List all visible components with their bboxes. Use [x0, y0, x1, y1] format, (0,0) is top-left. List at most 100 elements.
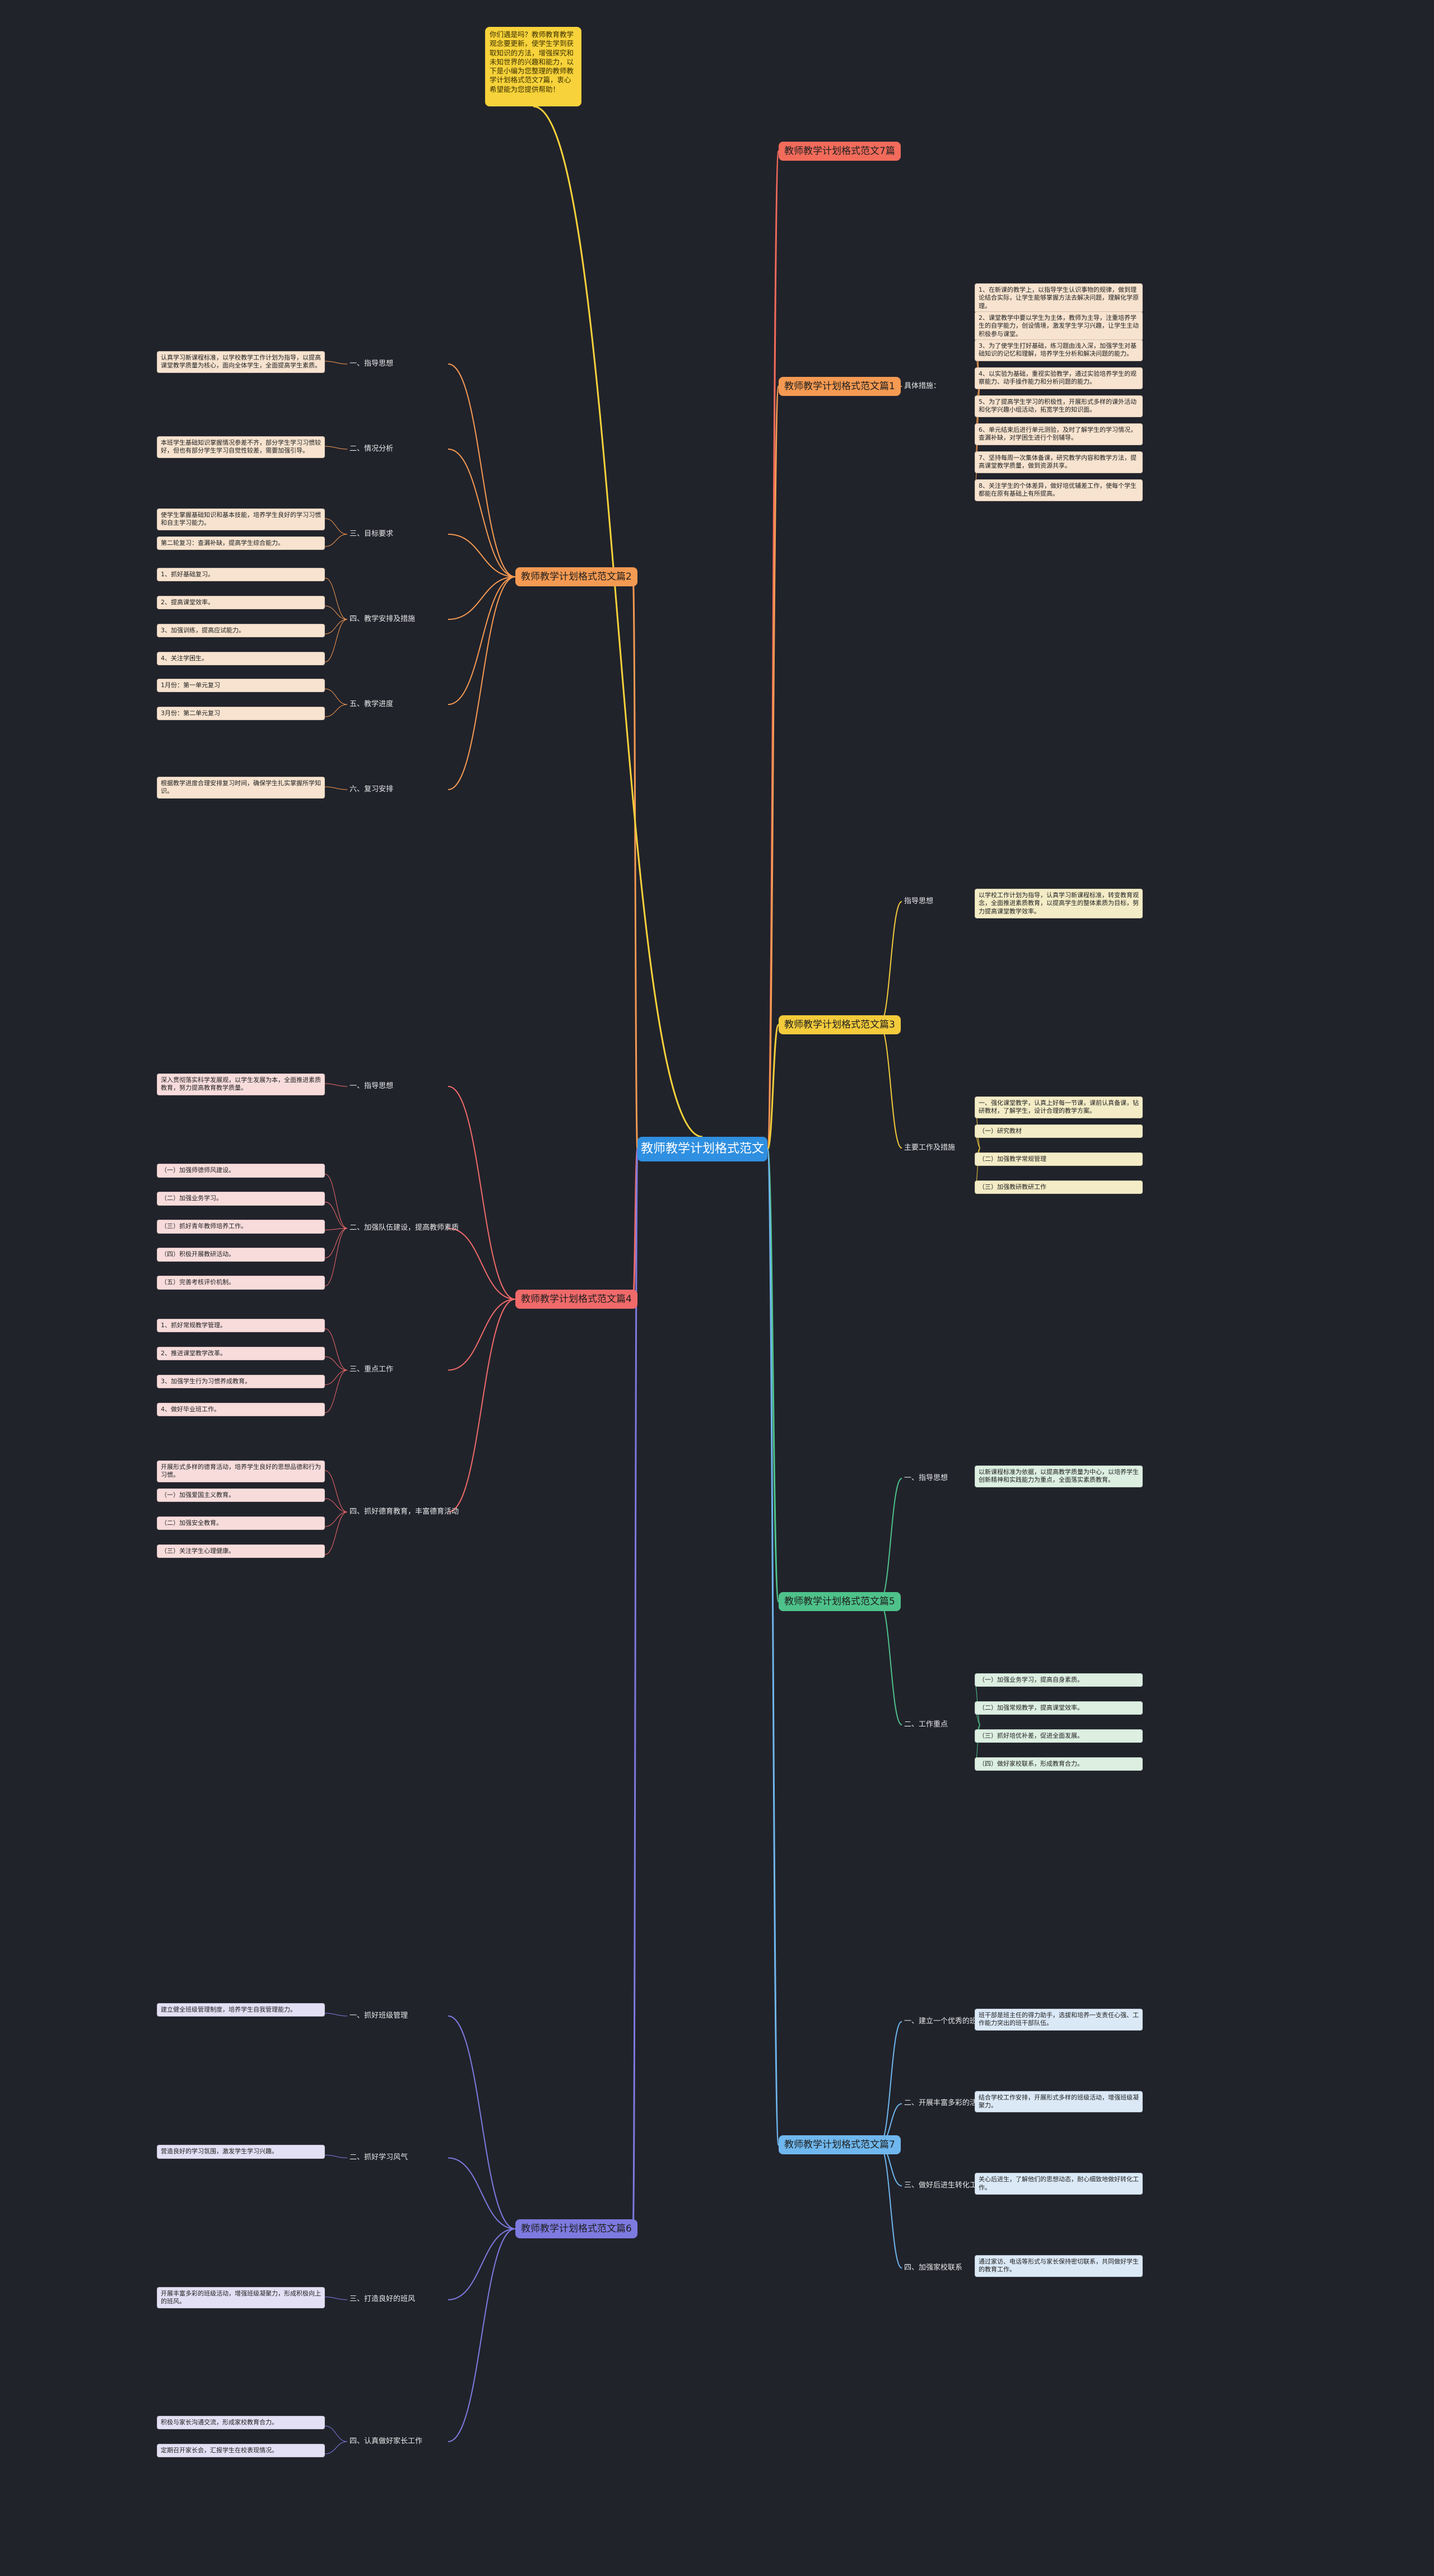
leaf-note: 2、推进课堂教学改革。 — [157, 1346, 325, 1360]
leaf-note: 以学校工作计划为指导，认真学习新课程标准，转变教育观念，全面推进素质教育，以提高… — [975, 889, 1143, 918]
leaf-note: 关心后进生，了解他们的思想动态，耐心细致地做好转化工作。 — [975, 2173, 1143, 2195]
connector — [324, 2154, 348, 2158]
connector — [766, 1024, 780, 1150]
connector — [324, 2013, 348, 2017]
branch-b3[interactable]: 教师教学计划格式范文篇3 — [779, 1015, 901, 1034]
leaf-note: 一、强化课堂教学，认真上好每一节课，课前认真备课，钻研教材，了解学生，设计合理的… — [975, 1096, 1143, 1118]
subtopic[interactable]: 指导思想 — [904, 897, 934, 906]
connector — [448, 1299, 516, 1513]
leaf-note: 7、坚持每周一次集体备课，研究教学内容和教学方法，提高课堂教学质量，做到资源共享… — [975, 451, 1143, 473]
subtopic[interactable]: 三、重点工作 — [350, 1365, 394, 1374]
leaf-note: 4、关注学困生。 — [157, 652, 325, 666]
connector — [324, 1370, 348, 1385]
leaf-note: （三）抓好青年教师培养工作。 — [157, 1220, 325, 1234]
connector — [632, 1148, 639, 2230]
leaf-note: 1、在新课的教学上，以指导学生认识事物的规律，做到理论结合实际，让学生能够掌握方… — [975, 283, 1143, 313]
connector — [324, 619, 348, 662]
subtopic[interactable]: 具体措施： — [904, 381, 941, 390]
subtopic[interactable]: 一、指导思想 — [350, 359, 394, 368]
leaf-note: 3、加强学生行为习惯养成教育。 — [157, 1374, 325, 1388]
connector — [879, 1024, 902, 1149]
leaf-note: 5、为了提高学生学习的积极性，开展形式多样的课外活动和化学兴趣小组活动，拓宽学生… — [975, 395, 1143, 417]
connector — [324, 446, 348, 450]
connector — [448, 2228, 516, 2442]
leaf-note: 积极与家长沟通交流，形成家校教育合力。 — [157, 2416, 325, 2430]
connector — [324, 1083, 348, 1087]
branch-b5[interactable]: 教师教学计划格式范文篇5 — [779, 1592, 901, 1611]
connector — [632, 576, 639, 1150]
connector — [324, 1498, 348, 1513]
connector — [324, 1511, 348, 1527]
connector — [448, 576, 516, 790]
leaf-note: 3、加强训练，提高应试能力。 — [157, 624, 325, 638]
leaf-note: 本班学生基础知识掌握情况参差不齐，部分学生学习习惯较好，但也有部分学生学习自觉性… — [157, 436, 325, 458]
branch-b2[interactable]: 教师教学计划格式范文篇1 — [779, 377, 901, 396]
branch-b6l[interactable]: 教师教学计划格式范文篇6 — [515, 2219, 637, 2238]
branch-b4l[interactable]: 教师教学计划格式范文篇4 — [515, 1290, 637, 1309]
leaf-note: 深入贯彻落实科学发展观，以学生发展为本，全面推进素质教育，努力提高教育教学质量。 — [157, 1074, 325, 1095]
connector — [324, 2297, 348, 2300]
subtopic[interactable]: 四、抓好德育教育，丰富德育活动 — [350, 1507, 459, 1516]
subtopic[interactable]: 一、指导思想 — [350, 1081, 394, 1090]
connector — [448, 576, 516, 620]
leaf-note: 8、关注学生的个体差异，做好培优辅差工作，使每个学生都能在原有基础上有所提高。 — [975, 479, 1143, 501]
root-topic[interactable]: 教师教学计划格式范文 — [637, 1137, 767, 1161]
leaf-note: （四）积极开展教研活动。 — [157, 1248, 325, 1262]
leaf-note: 1、抓好常规教学管理。 — [157, 1318, 325, 1332]
connector — [324, 1228, 348, 1230]
connector — [324, 2441, 348, 2454]
leaf-note: （二）加强常规教学，提高课堂效率。 — [975, 1701, 1143, 1715]
subtopic[interactable]: 二、加强队伍建设，提高教师素质 — [350, 1223, 459, 1232]
connector — [324, 704, 348, 717]
subtopic[interactable]: 四、教学安排及措施 — [350, 614, 416, 623]
branch-b1[interactable]: 教师教学计划格式范文7篇 — [779, 142, 901, 161]
subtopic[interactable]: 主要工作及措施 — [904, 1143, 956, 1152]
leaf-note: 1月份：第一单元复习 — [157, 679, 325, 693]
leaf-note: 定期召开家长会，汇报学生在校表现情况。 — [157, 2444, 325, 2458]
subtopic[interactable]: 一、抓好班级管理 — [350, 2011, 408, 2020]
leaf-note: （三）关注学生心理健康。 — [157, 1544, 325, 1558]
leaf-note: 4、以实验为基础，重视实验教学，通过实验培养学生的观察能力、动手操作能力和分析问… — [975, 367, 1143, 389]
connector — [324, 1201, 348, 1229]
connector — [879, 1478, 902, 1602]
intro-note: 你们遇是吗？教师教育教学观念要更新，使学生学到获取知识的方法，增强探究和未知世界… — [485, 27, 581, 106]
subtopic[interactable]: 二、抓好学习风气 — [350, 2153, 408, 2162]
subtopic[interactable]: 四、认真做好家长工作 — [350, 2437, 423, 2446]
connector — [324, 605, 348, 620]
connector — [766, 1148, 780, 2146]
connector — [879, 1601, 902, 1725]
connector — [448, 1299, 516, 1371]
connector — [448, 534, 516, 577]
connector — [324, 518, 348, 535]
subtopic[interactable]: 二、工作重点 — [904, 1720, 948, 1729]
subtopic[interactable]: 三、目标要求 — [350, 529, 394, 538]
connector — [448, 1086, 516, 1300]
leaf-note: 3、为了使学生打好基础，练习题由浅入深，加强学生对基础知识的记忆和理解，培养学生… — [975, 339, 1143, 361]
leaf-note: 营造良好的学习氛围，激发学生学习兴趣。 — [157, 2145, 325, 2159]
leaf-note: 认真学习新课程标准，以学校教学工作计划为指导，以提高课堂教学质量为核心，面向全体… — [157, 351, 325, 373]
leaf-note: （一）加强业务学习，提高自身素质。 — [975, 1673, 1143, 1687]
connector — [324, 1470, 348, 1513]
connector — [324, 1328, 348, 1371]
subtopic[interactable]: 一、指导思想 — [904, 1473, 948, 1482]
branch-b2l[interactable]: 教师教学计划格式范文篇2 — [515, 567, 637, 586]
subtopic[interactable]: 六、复习安排 — [350, 785, 394, 794]
connector — [448, 1228, 516, 1300]
leaf-note: （二）加强安全教育。 — [157, 1516, 325, 1530]
leaf-note: （一）研究教材 — [975, 1124, 1143, 1138]
connector — [324, 577, 348, 620]
connector — [324, 1228, 348, 1258]
leaf-note: 建立健全班级管理制度，培养学生自我管理能力。 — [157, 2003, 325, 2017]
leaf-note: 班干部是班主任的得力助手，选拔和培养一支责任心强、工作能力突出的班干部队伍。 — [975, 2009, 1143, 2031]
subtopic[interactable]: 二、情况分析 — [350, 444, 394, 453]
connector — [448, 2157, 516, 2229]
branch-b7[interactable]: 教师教学计划格式范文篇7 — [779, 2135, 901, 2154]
subtopic[interactable]: 三、打造良好的班风 — [350, 2295, 416, 2304]
subtopic[interactable]: 四、加强家校联系 — [904, 2263, 963, 2272]
subtopic[interactable]: 二、开展丰富多彩的活动 — [904, 2099, 985, 2108]
leaf-note: 2、提高课堂效率。 — [157, 596, 325, 610]
subtopic[interactable]: 五、教学进度 — [350, 699, 394, 708]
subtopic[interactable]: 三、做好后进生转化工作 — [904, 2181, 985, 2190]
